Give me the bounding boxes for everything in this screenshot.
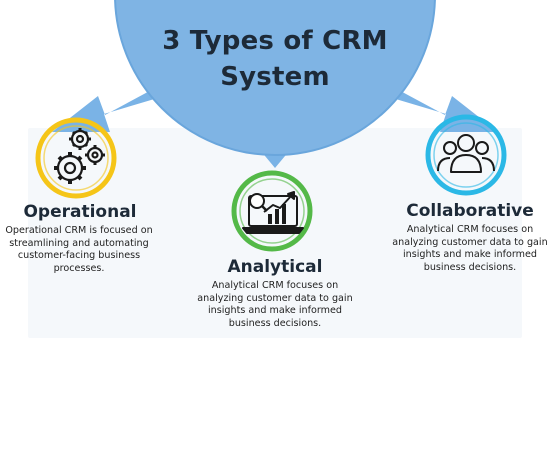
description-line: customer-facing business — [17, 250, 141, 261]
gears-icon — [54, 128, 105, 184]
description-line: business decisions. — [423, 261, 517, 273]
description-line: Operational CRM is focused on — [5, 225, 153, 236]
analytical-heading: Analytical — [227, 257, 323, 277]
group-people-icon — [437, 134, 495, 173]
collaborative-heading: Collaborative — [406, 201, 534, 221]
collaborative-description: Analytical CRM focuses on analyzing cust… — [390, 224, 550, 274]
title-line-1: 3 Types of CRM — [162, 26, 388, 56]
description-line: streamlining and automating — [9, 237, 149, 249]
description-line: analyzing customer data to gain — [197, 292, 353, 304]
title-circle — [115, 0, 435, 155]
description-line: Analytical CRM focuses on — [406, 224, 534, 235]
description-line: analyzing customer data to gain — [392, 236, 548, 248]
analytical-ring — [231, 170, 313, 252]
description-line: insights and make informed — [403, 249, 537, 260]
title-line-2: System — [220, 62, 330, 92]
analytical-description: Analytical CRM focuses on analyzing cust… — [190, 280, 360, 330]
description-line: Analytical CRM focuses on — [211, 280, 339, 291]
description-line: processes. — [53, 262, 105, 274]
collaborative-ring — [425, 114, 507, 196]
operational-heading: Operational — [23, 202, 137, 222]
description-line: insights and make informed — [208, 305, 342, 316]
chart-analytics-icon — [242, 191, 304, 234]
description-line: business decisions. — [228, 317, 322, 329]
operational-description: Operational CRM is focused on streamlini… — [4, 225, 154, 275]
operational-ring — [35, 117, 117, 199]
